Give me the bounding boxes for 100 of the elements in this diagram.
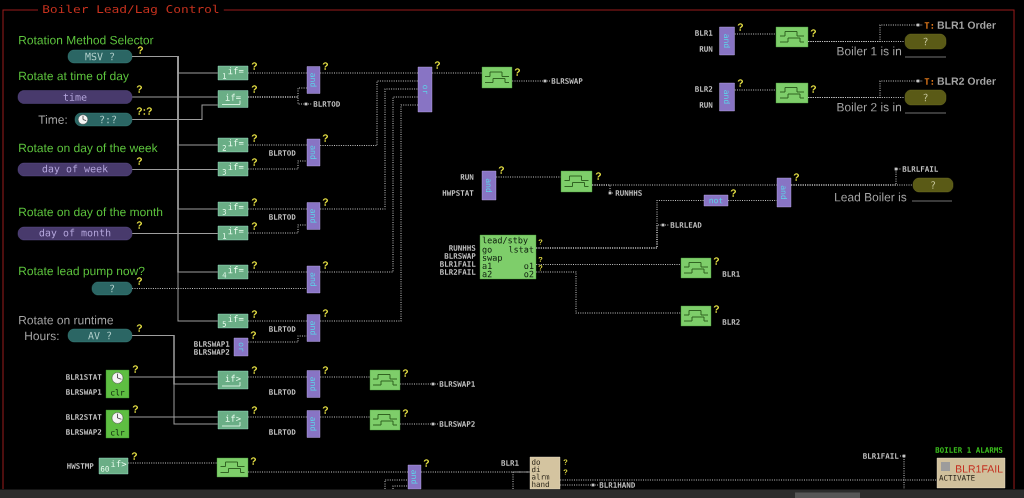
value-mark: ? bbox=[136, 277, 142, 285]
value-pill: AV ? bbox=[67, 328, 133, 343]
wire bbox=[319, 416, 371, 418]
wire bbox=[392, 485, 409, 490]
value-mark: ? bbox=[136, 221, 142, 229]
wire bbox=[247, 224, 308, 234]
value-mark: ? bbox=[251, 85, 257, 93]
wire bbox=[131, 104, 219, 120]
value-mark: ? bbox=[810, 85, 816, 93]
value-mark: ? bbox=[250, 457, 256, 465]
pulse-block bbox=[481, 66, 513, 89]
value-mark: ? bbox=[251, 198, 257, 206]
wire bbox=[319, 104, 419, 322]
wire bbox=[131, 288, 308, 289]
tag-label: T: BLR2 Order bbox=[924, 77, 996, 85]
caption-text: Boiler 1 is in bbox=[837, 46, 901, 56]
wire bbox=[128, 376, 219, 378]
wire bbox=[131, 56, 219, 322]
value-mark: ? bbox=[737, 23, 743, 31]
wire bbox=[495, 176, 562, 178]
value-mark: ? bbox=[251, 310, 257, 318]
wire bbox=[790, 168, 902, 186]
value-mark: ? bbox=[322, 406, 328, 414]
value-mark: ? bbox=[810, 29, 816, 37]
value-mark: ? bbox=[322, 366, 328, 374]
compare-block: if> bbox=[217, 410, 249, 430]
value-mark: ? bbox=[322, 62, 328, 70]
value-mark: ?:? bbox=[136, 107, 152, 115]
wire bbox=[247, 271, 308, 273]
logic-block: or bbox=[233, 337, 249, 357]
wire bbox=[247, 471, 409, 473]
wire bbox=[420, 471, 531, 473]
wire bbox=[247, 208, 308, 210]
value-mark: ? bbox=[251, 62, 257, 70]
wire bbox=[247, 72, 308, 74]
value-pill: ? bbox=[91, 281, 133, 296]
compare-block: if= bbox=[217, 90, 249, 108]
wire bbox=[807, 80, 924, 98]
wire bbox=[247, 376, 308, 378]
logic-block: not bbox=[703, 194, 729, 207]
wire bbox=[727, 200, 778, 201]
value-mark: ? bbox=[251, 366, 257, 374]
wire bbox=[131, 96, 219, 98]
wire bbox=[535, 271, 682, 314]
wire bbox=[131, 169, 219, 170]
wire bbox=[319, 88, 419, 210]
wire bbox=[535, 264, 682, 265]
value-mark: ? bbox=[595, 172, 601, 180]
value-mark: ? bbox=[322, 134, 328, 142]
wire bbox=[319, 96, 419, 273]
wire bbox=[247, 320, 308, 322]
value-mark: ? bbox=[402, 409, 408, 417]
value-mark: ? bbox=[498, 166, 504, 174]
value-mark: ? bbox=[793, 173, 799, 181]
value-mark: ? bbox=[132, 365, 138, 373]
value-mark: ? bbox=[136, 85, 142, 93]
logic-block: and bbox=[481, 170, 497, 201]
pulse-block bbox=[560, 170, 593, 193]
logic-block: and bbox=[306, 138, 321, 167]
wire bbox=[899, 455, 905, 490]
wire bbox=[247, 416, 308, 418]
wire bbox=[247, 335, 308, 343]
section-heading: Rotate on day of the week bbox=[19, 143, 158, 155]
wire bbox=[807, 24, 924, 42]
caption-text: Boiler 2 is in bbox=[837, 102, 901, 112]
value-pill: day of month bbox=[17, 226, 133, 241]
logic-block: and bbox=[719, 26, 735, 56]
wire bbox=[399, 383, 439, 385]
value-mark: ? bbox=[434, 61, 440, 69]
logic-block: and bbox=[306, 66, 321, 94]
wire bbox=[559, 484, 599, 486]
value-mark: ? bbox=[137, 46, 143, 54]
wire bbox=[247, 160, 308, 170]
field-label: Hours: bbox=[25, 331, 59, 341]
value-mark: ? bbox=[131, 452, 137, 460]
value-mark: ? bbox=[423, 459, 429, 467]
value-pill: ? bbox=[904, 89, 947, 106]
tag-label: T: BLR1 Order bbox=[924, 21, 996, 29]
value-mark: ? bbox=[402, 369, 408, 377]
value-mark: ? bbox=[251, 222, 257, 230]
wire bbox=[131, 335, 219, 425]
value-mark: ? bbox=[251, 261, 257, 269]
frame-title: Boiler Lead/Lag Control bbox=[43, 4, 219, 16]
wire bbox=[559, 479, 938, 481]
value-mark: ? bbox=[713, 305, 719, 313]
wire bbox=[128, 416, 219, 418]
wire bbox=[535, 224, 670, 249]
wire bbox=[734, 89, 777, 91]
section-heading: Rotate lead pump now? bbox=[19, 266, 145, 278]
field-label: Time: bbox=[38, 115, 67, 124]
section-heading: Rotate on runtime bbox=[19, 315, 114, 325]
logic-block: and bbox=[719, 82, 735, 112]
value-pill: ? bbox=[904, 33, 947, 50]
logic-block: and bbox=[306, 410, 321, 438]
value-mark: ? bbox=[250, 331, 256, 339]
wire bbox=[591, 184, 615, 194]
logic-block: and bbox=[407, 464, 422, 490]
value-pill: day of week bbox=[17, 162, 133, 177]
value-mark: ? bbox=[514, 68, 520, 76]
wire bbox=[319, 376, 371, 378]
